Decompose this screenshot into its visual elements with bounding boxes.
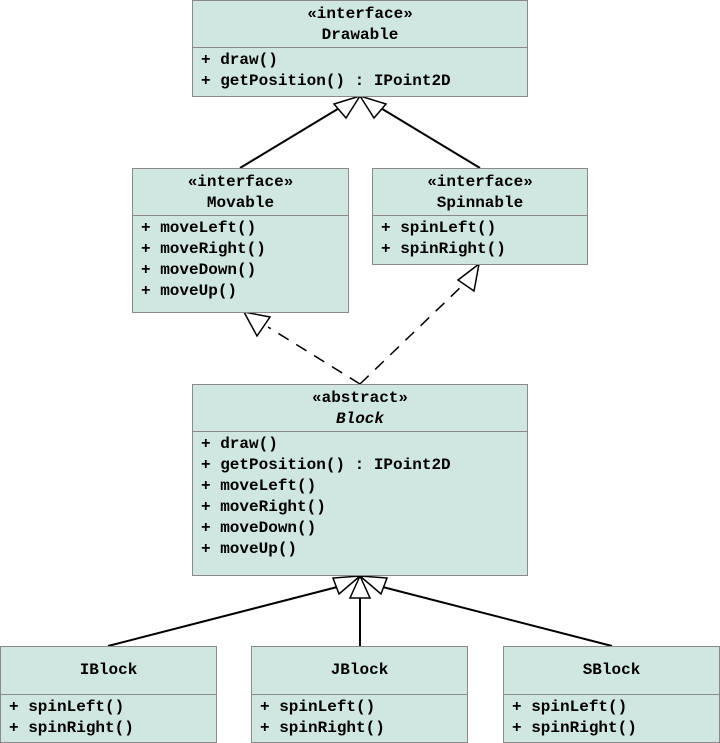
operations-list: + spinLeft() + spinRight(): [1, 695, 216, 739]
class-name: IBlock: [79, 661, 138, 679]
operation: + spinLeft(): [512, 698, 628, 716]
class-spinnable: «interface» Spinnable + spinLeft() + spi…: [372, 168, 588, 265]
operation: + draw(): [201, 435, 278, 453]
class-name: Spinnable: [436, 194, 524, 212]
operations-list: + spinLeft() + spinRight(): [504, 695, 719, 739]
operation: + moveDown(): [141, 261, 257, 279]
class-header: IBlock: [1, 647, 216, 695]
stereotype-label: «interface»: [427, 173, 533, 191]
edge-block-movable: [242, 310, 361, 385]
class-movable: «interface» Movable + moveLeft() + moveR…: [132, 168, 349, 313]
operation: + spinRight(): [512, 719, 637, 737]
operation: + spinRight(): [9, 719, 134, 737]
operation: + spinLeft(): [9, 698, 125, 716]
class-jblock: JBlock + spinLeft() + spinRight(): [251, 646, 468, 743]
edge-movable-drawable: [239, 94, 362, 169]
class-iblock: IBlock + spinLeft() + spinRight(): [0, 646, 217, 743]
edge-jblock-block: [348, 574, 372, 646]
operation: + moveUp(): [201, 540, 298, 558]
class-header: SBlock: [504, 647, 719, 695]
edge-block-spinnable: [359, 262, 481, 385]
class-name: Block: [335, 410, 384, 428]
class-header: «interface» Drawable: [193, 1, 527, 48]
class-block: «abstract» Block + draw() + getPosition(…: [192, 384, 528, 576]
class-sblock: SBlock + spinLeft() + spinRight(): [503, 646, 720, 743]
class-name: JBlock: [330, 661, 389, 679]
stereotype-label: «interface»: [187, 173, 294, 191]
class-name: Drawable: [321, 26, 399, 44]
stereotype-label: «interface»: [307, 5, 413, 23]
operation: + spinLeft(): [260, 698, 376, 716]
operation: + moveDown(): [201, 519, 317, 537]
class-name: Movable: [206, 194, 275, 212]
operation: + moveLeft(): [201, 477, 317, 495]
operations-list: + draw() + getPosition() : IPoint2D + mo…: [193, 432, 527, 560]
operations-list: + draw() + getPosition() : IPoint2D: [193, 48, 527, 92]
edge-sblock-block: [357, 575, 613, 647]
class-header: JBlock: [252, 647, 467, 695]
edge-iblock-block: [107, 575, 363, 647]
operations-list: + spinLeft() + spinRight(): [252, 695, 467, 739]
class-header: «interface» Movable: [133, 169, 348, 216]
operation: + spinRight(): [260, 719, 385, 737]
edge-spinnable-drawable: [358, 94, 481, 169]
operation: + getPosition() : IPoint2D: [201, 72, 451, 90]
operation: + moveRight(): [201, 498, 326, 516]
operation: + getPosition() : IPoint2D: [201, 456, 451, 474]
operation: + moveRight(): [141, 240, 266, 258]
class-header: «interface» Spinnable: [373, 169, 587, 216]
operation: + spinRight(): [381, 240, 506, 258]
operations-list: + spinLeft() + spinRight(): [373, 216, 587, 260]
operation: + moveLeft(): [141, 219, 257, 237]
class-header: «abstract» Block: [193, 385, 527, 432]
operation: + moveUp(): [141, 282, 238, 300]
operation: + draw(): [201, 51, 278, 69]
class-drawable: «interface» Drawable + draw() + getPosit…: [192, 0, 528, 97]
class-name: SBlock: [582, 661, 641, 679]
operations-list: + moveLeft() + moveRight() + moveDown() …: [133, 216, 348, 302]
operation: + spinLeft(): [381, 219, 497, 237]
stereotype-label: «abstract»: [311, 389, 408, 407]
